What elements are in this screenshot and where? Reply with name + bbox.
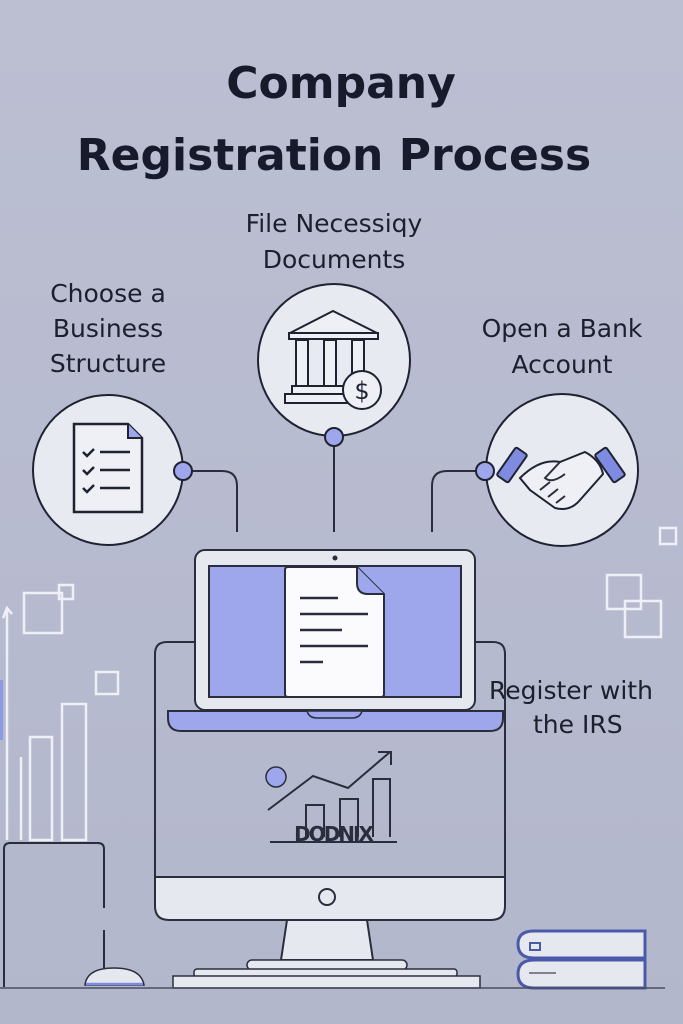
checklist-icon — [32, 394, 184, 546]
step3-label-line2: Account — [512, 350, 613, 379]
connector-step1 — [183, 470, 238, 532]
step4-label-line1: Register with — [489, 676, 653, 705]
step4-label-line2: the IRS — [533, 710, 623, 739]
books-stack-icon — [516, 929, 647, 990]
handshake-icon — [485, 393, 639, 547]
keyboard — [172, 968, 481, 989]
step2-node-dot — [324, 427, 344, 447]
bank-dollar-icon: $ — [257, 283, 411, 437]
growth-chart-icon — [265, 751, 392, 837]
connector-step3 — [431, 470, 485, 532]
decorative-squares — [22, 526, 678, 696]
power-button-icon — [318, 888, 336, 906]
mouse-icon — [84, 967, 145, 986]
step3-node-dot — [475, 461, 495, 481]
step1-label-line2: Business — [53, 314, 163, 343]
webcam-icon — [332, 555, 338, 561]
step2-label-line1: File Necessiqy — [246, 209, 423, 238]
desk-organizer — [3, 842, 105, 987]
step1-label-line3: Structure — [50, 349, 166, 378]
background-bar-chart — [1, 605, 88, 842]
accent-strip — [0, 680, 3, 740]
desktop-monitor — [154, 641, 506, 971]
step1-label-line1: Choose a — [50, 279, 166, 308]
laptop-document-icon — [167, 549, 504, 732]
svg-text:$: $ — [354, 377, 369, 405]
title-line-2: Registration Process — [77, 130, 591, 181]
step1-node-dot — [173, 461, 193, 481]
title-line-1: Company — [226, 58, 456, 109]
step3-label-line1: Open a Bank — [482, 314, 643, 343]
step2-label-line2: Documents — [263, 245, 406, 274]
document-icon — [284, 566, 385, 698]
